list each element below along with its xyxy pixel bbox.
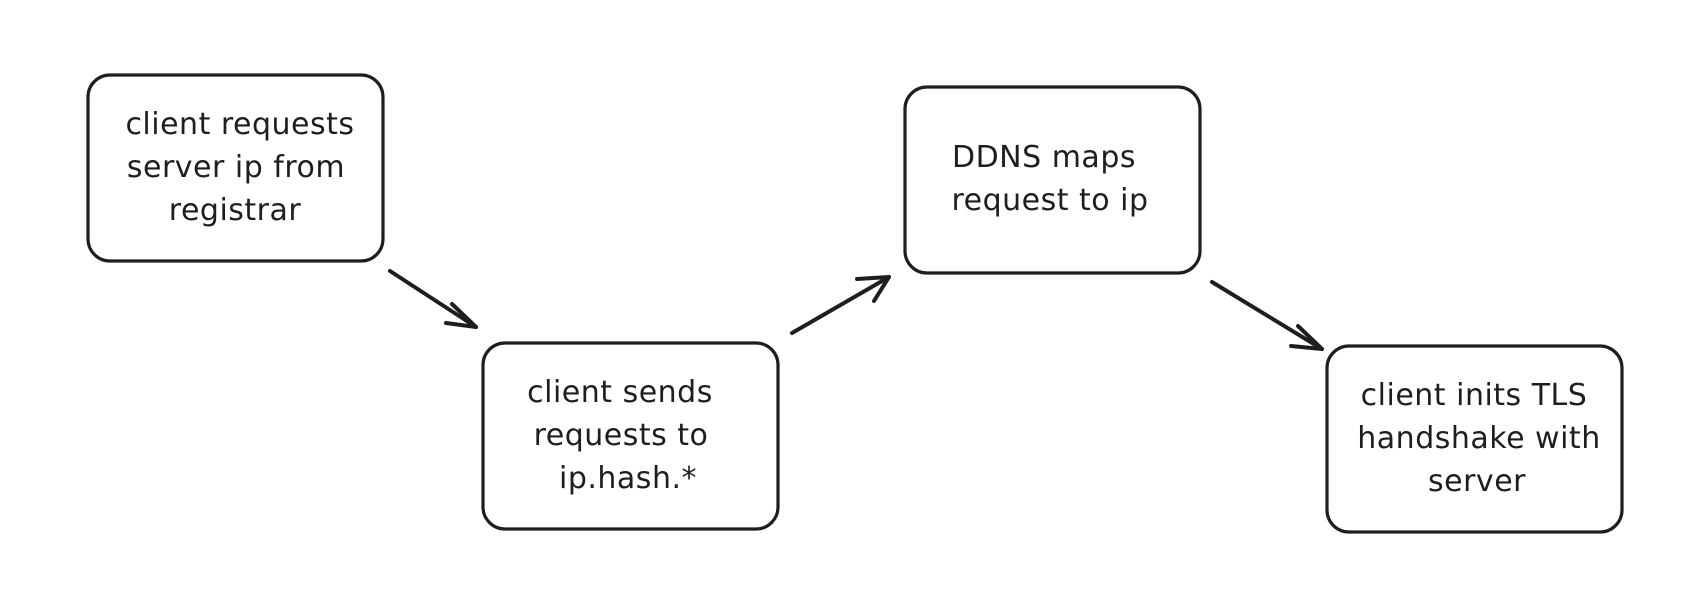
edge-arrow — [388, 269, 478, 329]
node-box — [903, 85, 1202, 275]
node-box — [481, 341, 780, 531]
node-send-requests[interactable]: client sends requests to ip.hash.* — [481, 341, 780, 531]
node-text-line: client sends — [527, 375, 713, 410]
node-box — [1325, 344, 1624, 534]
arrow-head — [444, 302, 478, 329]
node-registrar-request[interactable]: client requests server ip from registrar — [86, 73, 385, 263]
node-text-line: server — [1428, 464, 1526, 499]
node-text-line: requests to — [534, 418, 709, 453]
node-text-line: client requests — [125, 107, 354, 142]
node-text-line: registrar — [169, 193, 302, 228]
arrow-line — [790, 275, 891, 335]
node-text-line: DDNS maps — [952, 140, 1136, 175]
node-tls-handshake[interactable]: client inits TLS handshake with server — [1325, 344, 1624, 534]
arrow-line — [1210, 280, 1324, 351]
edge-arrow — [1210, 280, 1324, 351]
node-text-line: ip.hash.* — [559, 461, 697, 496]
node-text-line: server ip from — [127, 150, 345, 185]
edge-arrow — [790, 275, 891, 335]
arrow-head — [855, 275, 891, 303]
node-box — [86, 73, 385, 263]
arrow-head — [1289, 324, 1324, 351]
node-text-line: client inits TLS — [1361, 378, 1588, 413]
node-text-line: handshake with — [1357, 421, 1600, 456]
node-text-line: request to ip — [951, 183, 1148, 218]
node-ddns-map[interactable]: DDNS maps request to ip — [903, 85, 1202, 275]
arrow-line — [388, 269, 478, 329]
